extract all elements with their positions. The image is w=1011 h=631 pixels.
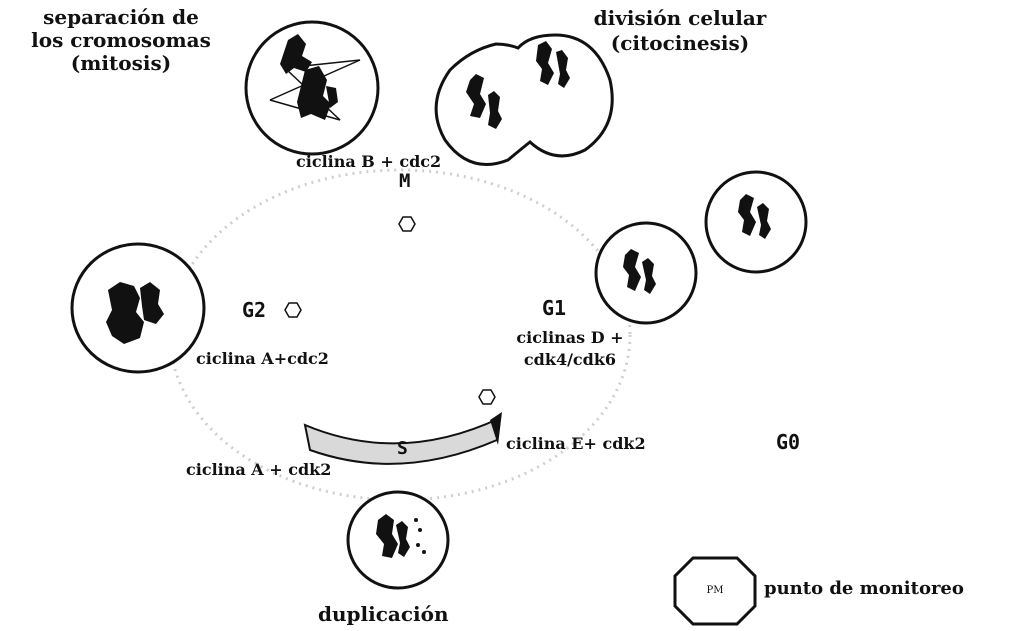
checkpoint-marker-m [399,217,415,231]
phase-g1-label: G1 [542,296,566,320]
legend-label: punto de monitoreo [764,578,964,599]
complex-m-label: ciclina B + cdc2 [296,152,441,171]
phase-g0-label: G0 [776,430,800,454]
phase-m-label: M [399,170,410,192]
checkpoint-marker-g2 [285,303,301,317]
complex-g1-label: ciclinas D + cdk4/cdk6 [495,327,645,371]
duplication-label: duplicación [318,602,449,626]
duplication-cell [348,492,448,588]
g1-cell-lower [596,223,696,323]
g2-cell [72,244,204,372]
complex-g2-label: ciclina A+cdc2 [196,349,329,368]
mitosis-label: separación de los cromosomas (mitosis) [0,6,242,75]
cytokinesis-label: división celular (citocinesis) [580,6,780,56]
mitosis-cell [246,22,378,154]
complex-g1-s-label: ciclina E+ cdk2 [506,434,646,453]
g1-cell-upper [706,172,806,272]
complex-s-label: ciclina A + cdk2 [186,460,331,479]
phase-g2-label: G2 [242,298,266,322]
phase-s-label: S [397,438,408,459]
checkpoint-marker-g1 [479,390,495,404]
legend-symbol-text: PM [680,585,750,596]
